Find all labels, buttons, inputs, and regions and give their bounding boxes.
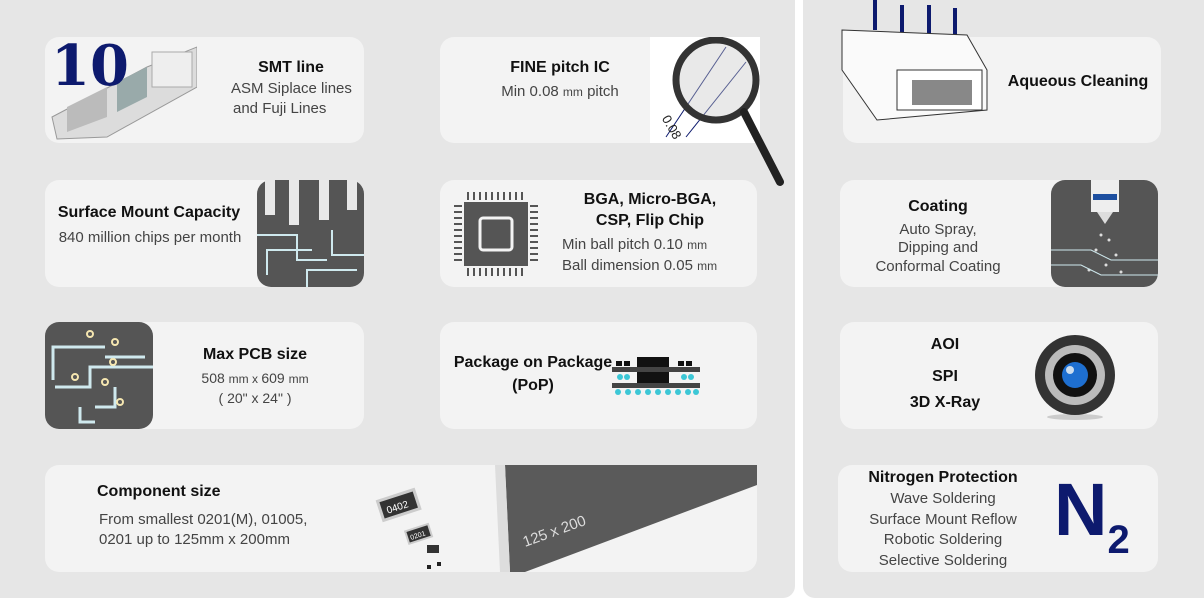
n2-title: Nitrogen Protection <box>868 469 1018 486</box>
aoi-label: AOI <box>930 336 960 353</box>
pcb-title: Max PCB size <box>202 346 308 363</box>
coating-card: Coating Auto Spray, Dipping and Conforma… <box>840 180 1158 287</box>
pcb-x: x <box>248 372 262 386</box>
component-size-card: Component size From smallest 0201(M), 01… <box>45 465 757 572</box>
spray-image <box>1051 180 1158 287</box>
aqueous-cleaning-card: Aqueous Cleaning <box>841 0 1161 143</box>
camera-lens-icon <box>1035 335 1115 420</box>
pcb-unit2: mm <box>288 372 309 386</box>
smc-line1: 840 million chips per month <box>58 229 242 246</box>
n2-selective: Selective Soldering <box>878 552 1008 569</box>
bga-unit2: mm <box>697 259 718 273</box>
pcb-width: 508 <box>201 370 229 386</box>
chip-icon <box>454 192 538 276</box>
pcb-height: 609 <box>261 370 289 386</box>
pcb-icon <box>45 322 153 429</box>
coating-title: Coating <box>908 198 968 215</box>
smt-line2: and Fuji Lines <box>233 100 327 117</box>
bga-title2: CSP, Flip Chip <box>595 212 705 229</box>
comp-line2: 0201 up to 125mm x 200mm <box>99 531 290 548</box>
smt-machine-image <box>51 46 197 140</box>
pop-card: Package on Package (PoP) <box>440 322 757 429</box>
fine-pitch-card: FINE pitch IC Min 0.08 mm pitch 0.08 <box>440 37 784 186</box>
bga-pitch: Min ball pitch 0.10 mm <box>562 235 762 255</box>
bga-dimension: Ball dimension 0.05 mm <box>562 256 762 276</box>
magnifier-icon: 0.08 <box>650 37 784 186</box>
cleaning-machine-image <box>841 0 988 121</box>
comp-title: Component size <box>97 483 221 500</box>
bga-title1: BGA, Micro-BGA, <box>583 191 717 208</box>
n2-wave: Wave Soldering <box>890 490 996 507</box>
pcb-inches: ( 20" x 24" ) <box>218 390 292 406</box>
smt-line1: ASM Siplace lines <box>231 80 352 97</box>
n2-symbol: N2 <box>1054 473 1130 561</box>
aqueous-title: Aqueous Cleaning <box>1007 73 1149 90</box>
smc-title: Surface Mount Capacity <box>57 204 241 221</box>
surface-mount-capacity-card: Surface Mount Capacity 840 million chips… <box>45 180 364 287</box>
inspection-card: AOI SPI 3D X-Ray <box>840 322 1158 429</box>
n2-robotic: Robotic Soldering <box>883 531 1003 548</box>
fine-unit: mm <box>562 85 583 99</box>
n2-reflow: Surface Mount Reflow <box>869 511 1017 528</box>
bga-dim-text: Ball dimension 0.05 <box>562 257 698 274</box>
max-pcb-card: Max PCB size 508 mm x 609 mm ( 20" x 24"… <box>45 322 364 429</box>
coating-line1: Auto Spray, <box>899 221 977 238</box>
xray-label: 3D X-Ray <box>909 394 981 411</box>
coating-line3: Conformal Coating <box>875 258 1001 275</box>
bga-card: BGA, Micro-BGA, CSP, Flip Chip Min ball … <box>440 180 757 287</box>
smt-line-card: 10 SMT line ASM Siplace lines and Fuji L… <box>45 33 364 143</box>
fine-post: pitch <box>582 83 619 100</box>
pop-title2: (PoP) <box>512 377 554 394</box>
bga-unit: mm <box>687 238 708 252</box>
bga-pitch-text: Min ball pitch 0.10 <box>562 236 688 253</box>
nozzle-pcb-image <box>257 180 364 287</box>
fine-title: FINE pitch IC <box>510 59 610 76</box>
nitrogen-card: Nitrogen Protection Wave Soldering Surfa… <box>838 465 1158 572</box>
pcb-unit: mm <box>228 372 249 386</box>
spi-label: SPI <box>932 368 958 385</box>
pop-diagram <box>612 357 700 395</box>
fine-pre: Min 0.08 <box>501 83 563 100</box>
pop-title1: Package on Package <box>453 354 613 371</box>
fine-pitch-text: Min 0.08 mm pitch <box>460 82 660 102</box>
comp-line1: From smallest 0201(M), 01005, <box>99 511 308 528</box>
smt-title: SMT line <box>258 59 324 76</box>
smt-line-count: 10 <box>51 33 129 99</box>
chip-0201: 0201 <box>410 530 427 542</box>
n2-symbol-sub: 2 <box>1107 518 1130 562</box>
pcb-dimensions: 508 mm x 609 mm <box>165 368 345 389</box>
component-size-graphic: 0402 0201 125 x 200 <box>375 465 757 572</box>
coating-line2: Dipping and <box>897 239 979 256</box>
n2-symbol-n: N <box>1054 468 1108 551</box>
